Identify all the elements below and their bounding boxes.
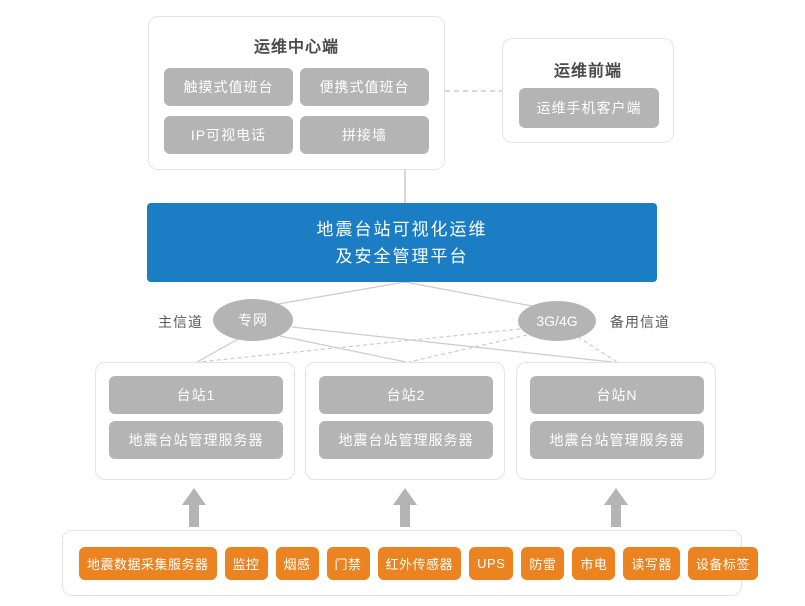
connector-platform-backup (404, 281, 533, 307)
device-seismic-data-server: 地震数据采集服务器 (79, 546, 217, 580)
platform-title-line1: 地震台站可视化运维 (316, 219, 488, 239)
ops-front-title: 运维前端 (553, 63, 622, 80)
platform-banner: 地震台站可视化运维 及安全管理平台 (147, 203, 657, 282)
station2-server-node: 地震台站管理服务器 (319, 421, 493, 459)
arrow-up-station1-icon (182, 488, 206, 527)
connector-platform-primary (277, 281, 406, 305)
device-asset-tag: 设备标签 (687, 546, 758, 580)
cellular-network-node: 3G/4G (518, 301, 596, 341)
device-lightning-protection: 防雷 (521, 546, 565, 580)
node-mobile-client: 运维手机客户端 (519, 88, 659, 128)
device-infrared-sensor: 红外传感器 (377, 546, 462, 580)
device-access-control: 门禁 (326, 546, 370, 580)
ops-center-title: 运维中心端 (253, 39, 339, 56)
connector-backup-station2-dashed (408, 334, 528, 363)
arrow-up-station2-icon (393, 488, 417, 527)
node-ip-video-phone: IP可视电话 (164, 116, 293, 154)
ops-front-panel: 运维前端 运维手机客户端 (502, 38, 674, 143)
connector-backup-station1-dashed (198, 328, 521, 363)
connector-primary-station1 (196, 337, 241, 363)
device-smoke-sensor: 烟感 (275, 546, 319, 580)
backup-channel-label: 备用信道 (610, 314, 670, 330)
device-rfid-reader: 读写器 (623, 546, 680, 580)
node-video-wall: 拼接墙 (300, 116, 429, 154)
connector-primary-station2 (279, 335, 407, 363)
station1-name-node: 台站1 (109, 376, 283, 414)
stationN-name-node: 台站N (530, 376, 704, 414)
stationN-panel: 台站N 地震台站管理服务器 (516, 362, 716, 480)
station2-name-node: 台站2 (319, 376, 493, 414)
device-mains-power: 市电 (572, 546, 616, 580)
station1-server-node: 地震台站管理服务器 (109, 421, 283, 459)
connector-backup-stationN-dashed (577, 336, 618, 363)
node-portable-duty-console: 便携式值班台 (300, 68, 429, 106)
device-ups: UPS (469, 546, 514, 580)
station2-panel: 台站2 地震台站管理服务器 (305, 362, 505, 480)
primary-channel-label: 主信道 (158, 314, 203, 330)
devices-panel: 地震数据采集服务器 监控 烟感 门禁 红外传感器 UPS 防雷 市电 读写器 设… (62, 530, 758, 596)
stationN-server-node: 地震台站管理服务器 (530, 421, 704, 459)
platform-title-line2: 及安全管理平台 (335, 246, 469, 266)
node-touch-duty-console: 触摸式值班台 (164, 68, 293, 106)
ops-center-panel: 运维中心端 触摸式值班台 便携式值班台 IP可视电话 拼接墙 (148, 16, 445, 170)
arrow-up-stationN-icon (604, 488, 628, 527)
station1-panel: 台站1 地震台站管理服务器 (95, 362, 295, 480)
private-network-node: 专网 (213, 299, 293, 341)
device-cctv: 监控 (224, 546, 268, 580)
connector-primary-stationN (291, 326, 613, 363)
